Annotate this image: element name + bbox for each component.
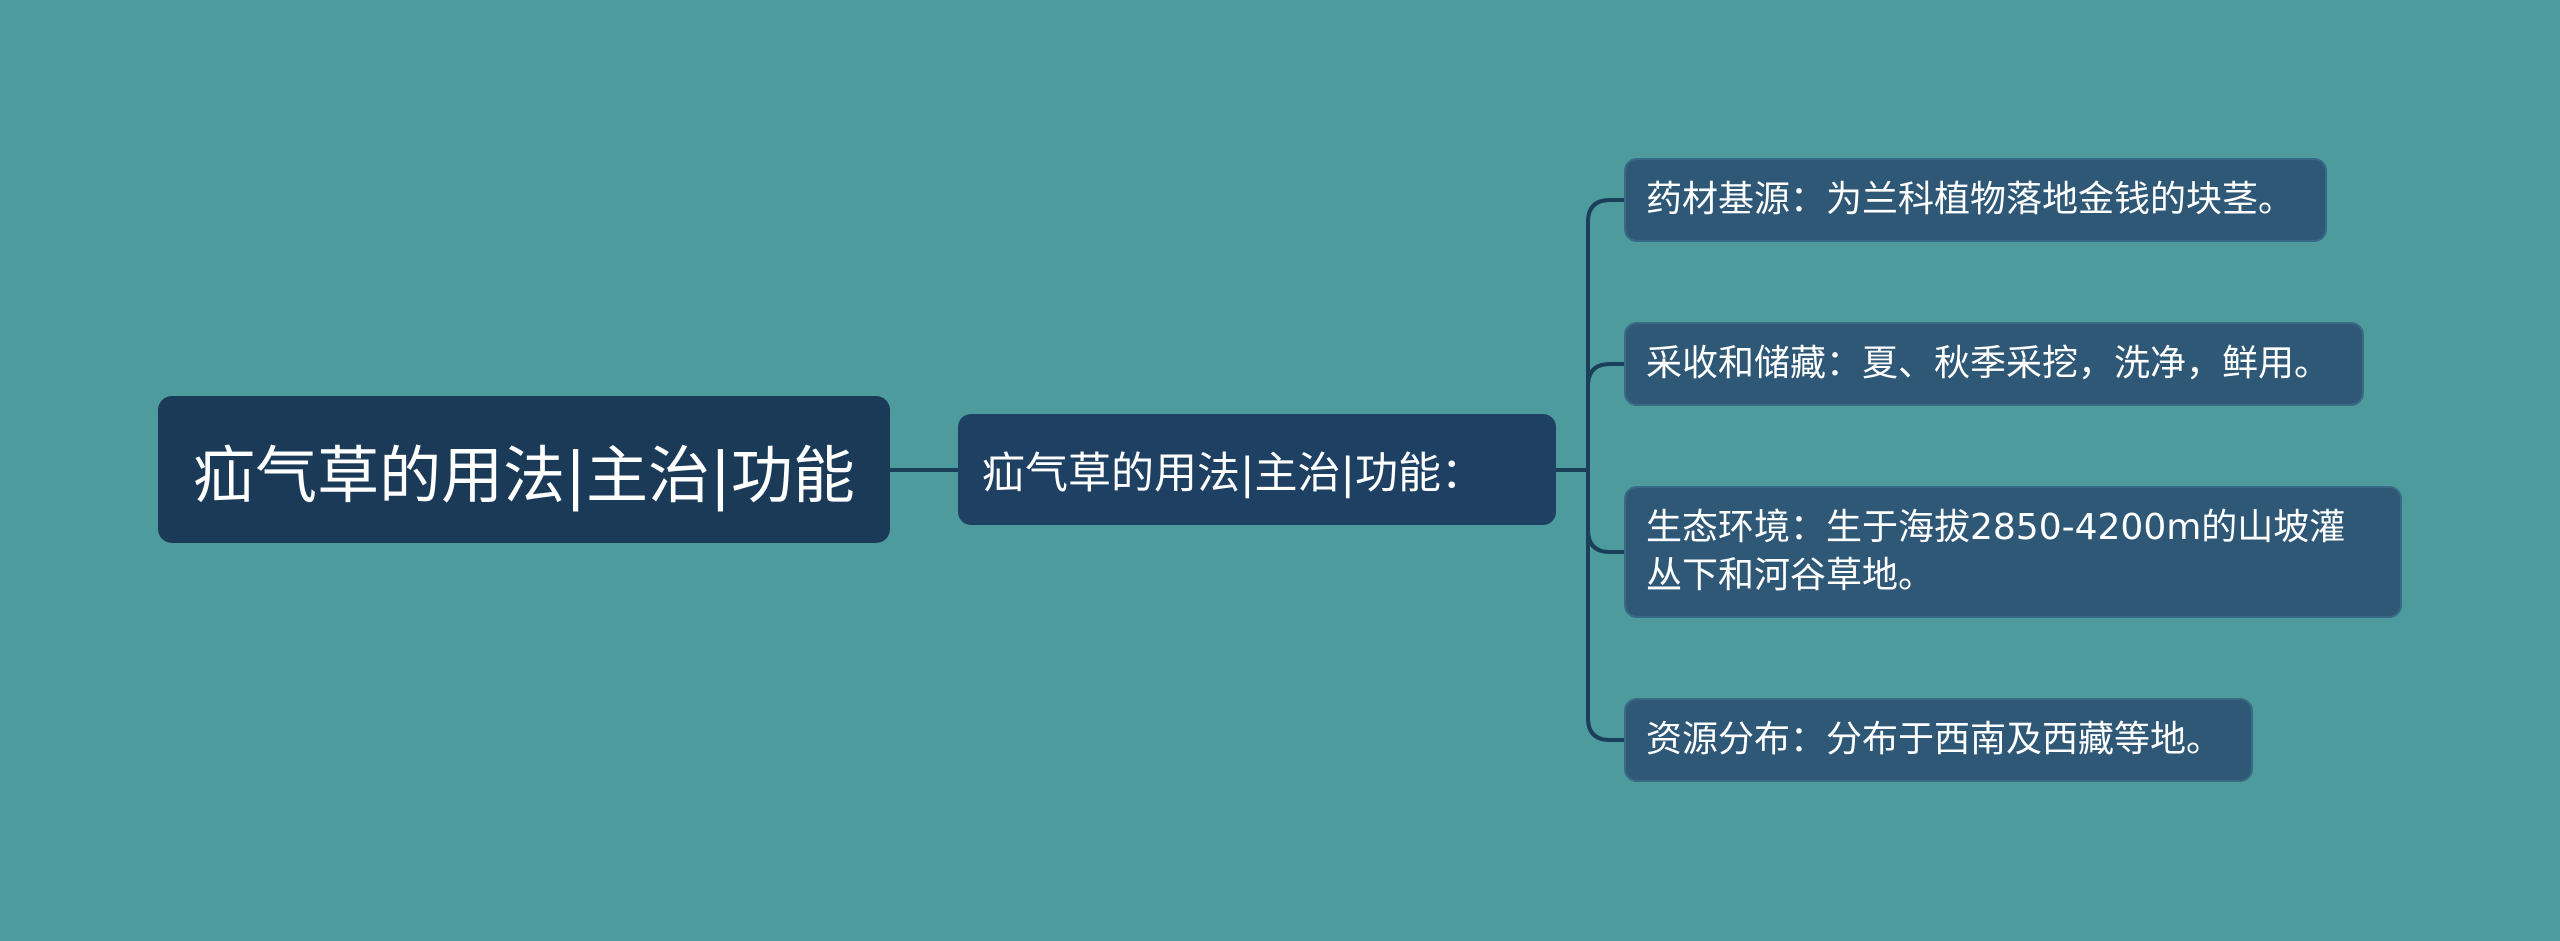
- leaf-label: 药材基源：为兰科植物落地金钱的块茎。: [1646, 179, 2295, 220]
- main-branch-node[interactable]: 疝气草的用法|主治|功能：: [958, 414, 1556, 525]
- leaf-node-harvest[interactable]: 采收和储藏：夏、秋季采挖，洗净，鲜用。: [1624, 322, 2364, 406]
- leaf-node-source[interactable]: 药材基源：为兰科植物落地金钱的块茎。: [1624, 158, 2327, 242]
- root-topic-node[interactable]: 疝气草的用法|主治|功能: [158, 396, 890, 543]
- bracket-vertical-connector: [1586, 198, 1611, 742]
- leaf-label: 采收和储藏：夏、秋季采挖，洗净，鲜用。: [1646, 343, 2331, 384]
- leaf-connector-1: [1586, 362, 1624, 387]
- leaf-label: 资源分布：分布于西南及西藏等地。: [1646, 719, 2223, 760]
- root-topic-label: 疝气草的用法|主治|功能: [193, 438, 855, 512]
- leaf-node-distribution[interactable]: 资源分布：分布于西南及西藏等地。: [1624, 698, 2253, 782]
- main-branch-label: 疝气草的用法|主治|功能：: [982, 448, 1484, 499]
- leaf-connector-2: [1586, 529, 1624, 554]
- leaf-node-habitat[interactable]: 生态环境：生于海拔2850-4200m的山坡灌丛下和河谷草地。: [1624, 486, 2402, 618]
- leaf-label: 生态环境：生于海拔2850-4200m的山坡灌丛下和河谷草地。: [1646, 507, 2346, 596]
